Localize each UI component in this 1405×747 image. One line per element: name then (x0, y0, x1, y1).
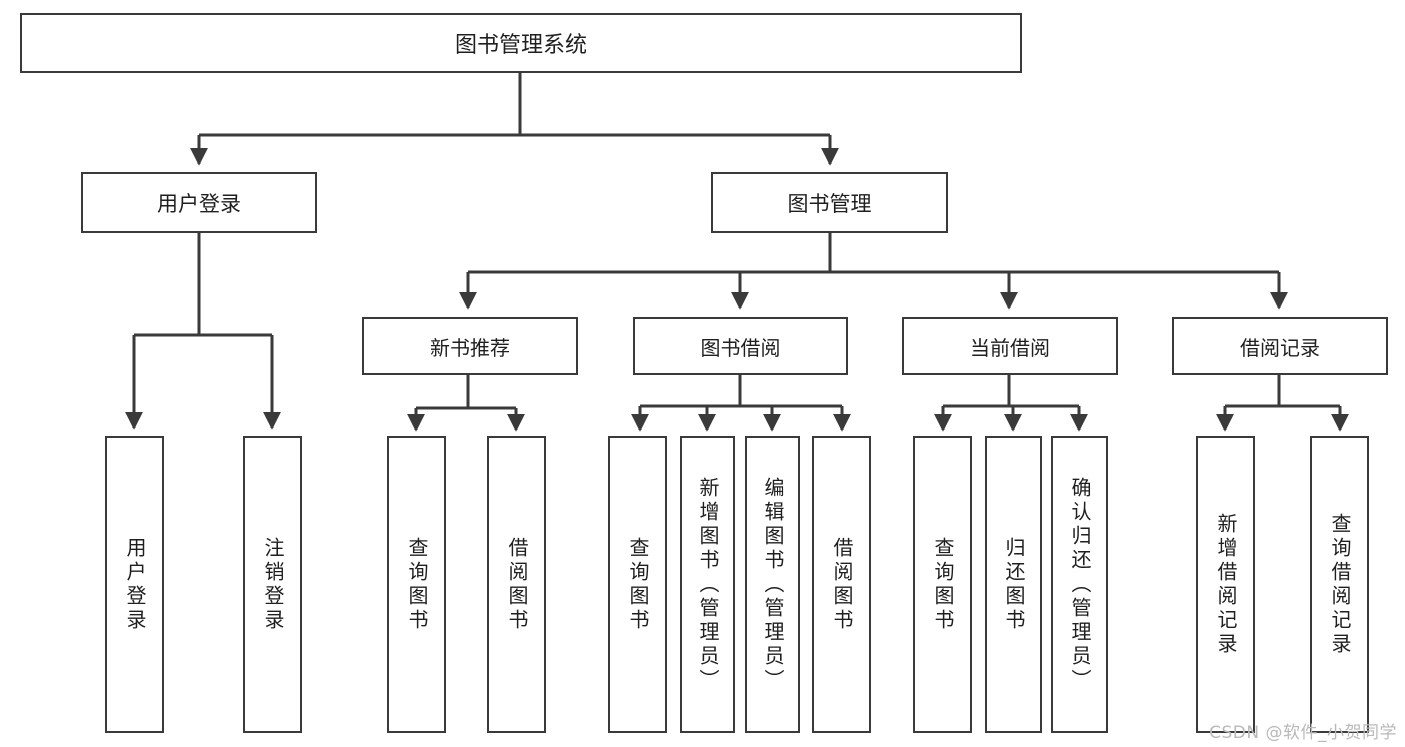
leaf-query-books-recommend-label: 查询图书 (405, 536, 429, 633)
leaf-confirm-return-admin-label: 确认归还（管理员） (1068, 476, 1092, 693)
node-book-borrow-label: 图书借阅 (700, 335, 781, 360)
leaf-query-books-borrow-label: 查询图书 (626, 536, 650, 633)
leaf-borrow-books-recommend-label: 借阅图书 (505, 536, 529, 633)
leaf-user-login[interactable]: 用户登录 (105, 436, 164, 733)
node-current-borrow[interactable]: 当前借阅 (902, 317, 1118, 375)
leaf-edit-book-admin[interactable]: 编辑图书（管理员） (745, 436, 800, 733)
node-book-borrow[interactable]: 图书借阅 (633, 317, 848, 375)
leaf-confirm-return-admin[interactable]: 确认归还（管理员） (1051, 436, 1108, 733)
leaf-add-borrow-record-label: 新增借阅记录 (1214, 512, 1238, 657)
leaf-query-books-current[interactable]: 查询图书 (913, 436, 972, 733)
node-root-label: 图书管理系统 (454, 33, 587, 58)
node-book-management[interactable]: 图书管理 (711, 172, 948, 233)
node-new-book-recommend-label: 新书推荐 (430, 335, 510, 360)
leaf-return-books-label: 归还图书 (1002, 536, 1026, 633)
node-root[interactable]: 图书管理系统 (20, 13, 1022, 73)
leaf-user-login-label: 用户登录 (123, 536, 147, 633)
csdn-watermark: CSDN @软件_小贺同学 (1209, 723, 1397, 743)
leaf-logout[interactable]: 注销登录 (243, 436, 302, 733)
leaf-borrow-books-recommend[interactable]: 借阅图书 (487, 436, 546, 733)
leaf-return-books[interactable]: 归还图书 (985, 436, 1042, 733)
leaf-add-book-admin[interactable]: 新增图书（管理员） (680, 436, 735, 733)
leaf-add-book-admin-label: 新增图书（管理员） (696, 476, 720, 693)
node-user-login[interactable]: 用户登录 (81, 172, 317, 233)
leaf-query-borrow-record[interactable]: 查询借阅记录 (1310, 436, 1369, 733)
leaf-edit-book-admin-label: 编辑图书（管理员） (761, 476, 785, 693)
leaf-query-borrow-record-label: 查询借阅记录 (1328, 512, 1352, 657)
node-user-login-label: 用户登录 (157, 191, 241, 216)
leaf-borrow-books[interactable]: 借阅图书 (812, 436, 871, 733)
node-borrow-records[interactable]: 借阅记录 (1172, 317, 1388, 375)
leaf-query-books-current-label: 查询图书 (931, 536, 955, 633)
node-new-book-recommend[interactable]: 新书推荐 (362, 317, 578, 375)
leaf-query-books-recommend[interactable]: 查询图书 (387, 436, 446, 733)
node-borrow-records-label: 借阅记录 (1240, 335, 1320, 360)
node-book-management-label: 图书管理 (787, 191, 872, 216)
leaf-add-borrow-record[interactable]: 新增借阅记录 (1196, 436, 1255, 733)
leaf-query-books-borrow[interactable]: 查询图书 (608, 436, 667, 733)
leaf-borrow-books-label: 借阅图书 (830, 536, 854, 633)
node-current-borrow-label: 当前借阅 (970, 335, 1050, 360)
leaf-logout-label: 注销登录 (261, 536, 285, 633)
